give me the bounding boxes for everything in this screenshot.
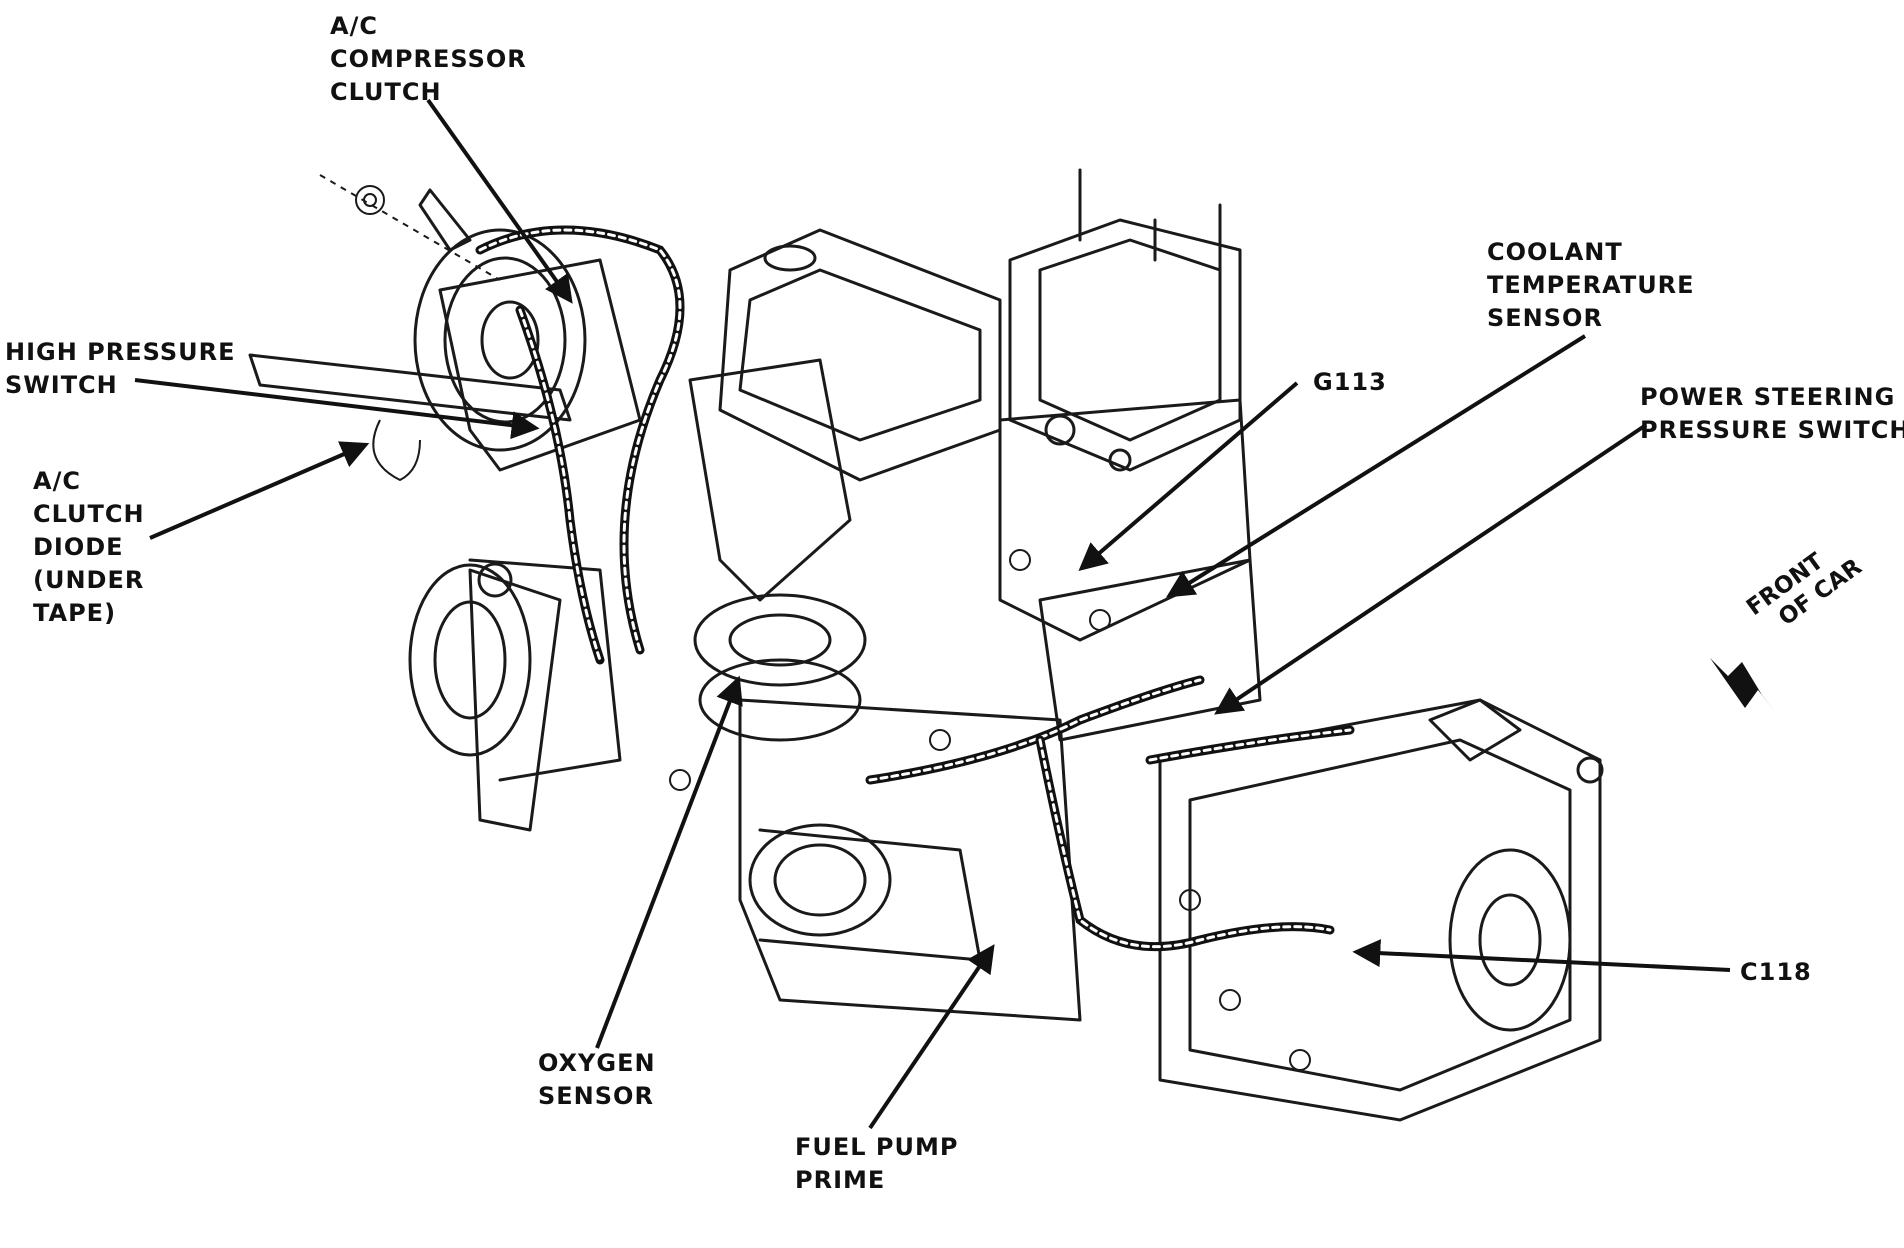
arrow-fuel-pump-prime bbox=[868, 944, 995, 1130]
label-fuel-pump-prime: FUEL PUMP PRIME bbox=[795, 1133, 959, 1194]
label-ac-compressor-clutch: A/C COMPRESSOR CLUTCH bbox=[330, 12, 527, 106]
arrow-g113 bbox=[1078, 381, 1299, 572]
arrow-coolant-temperature-sensor bbox=[1166, 334, 1587, 598]
arrow-power-steering-pressure-switch bbox=[1214, 423, 1648, 715]
label-oxygen-sensor: OXYGEN SENSOR bbox=[538, 1049, 656, 1110]
label-power-steering-pressure-switch: POWER STEERING PRESSURE SWITCH bbox=[1640, 383, 1904, 444]
label-g113: G113 bbox=[1313, 368, 1387, 396]
callout-arrows bbox=[134, 98, 1775, 1130]
engine-illustration bbox=[248, 168, 1604, 1122]
label-coolant-temperature-sensor: COOLANT TEMPERATURE SENSOR bbox=[1487, 238, 1695, 332]
arrow-oxygen-sensor bbox=[595, 675, 743, 1049]
label-ac-clutch-diode: A/C CLUTCH DIODE (UNDER TAPE) bbox=[33, 467, 145, 627]
label-c118: C118 bbox=[1740, 958, 1812, 986]
arrow-ac-compressor-clutch bbox=[426, 98, 573, 304]
label-high-pressure-switch: HIGH PRESSURE SWITCH bbox=[5, 338, 236, 399]
arrow-ac-clutch-diode bbox=[149, 441, 370, 540]
arrow-c118 bbox=[1352, 939, 1731, 972]
front-of-car-arrow bbox=[1710, 658, 1775, 712]
arrow-high-pressure-switch bbox=[134, 378, 540, 440]
